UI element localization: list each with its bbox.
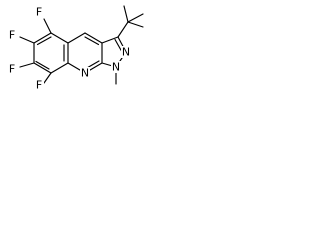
bond-cq-me2 [123, 5, 129, 23]
bond-c3a-c4-double [84, 36, 100, 46]
bond-c6-c5-double [36, 36, 52, 46]
bond-c5-c4a [50, 32, 69, 44]
structure-diagram: F F F F N N N [7, 5, 144, 92]
bond-c3-cq [117, 21, 129, 38]
bond-c8a-c8 [50, 62, 69, 74]
bond-c8-c7-double [35, 60, 50, 70]
atom-n-quinoline: N [80, 67, 90, 80]
bond-c8-c7 [33, 62, 52, 74]
bond-cq-me1 [127, 13, 144, 23]
atom-f6-label: F [9, 29, 15, 42]
atom-f6: F [7, 29, 17, 42]
atom-n1: N [111, 61, 121, 74]
bond-cq-me3 [127, 21, 144, 28]
atom-labels: F F F F N N N [7, 6, 131, 92]
bond-c3a-c4 [84, 32, 103, 44]
atom-f7-label: F [9, 63, 15, 76]
atom-n-quinoline-label: N [81, 67, 89, 80]
bond-c4-c4a [67, 32, 86, 44]
atom-n1-label: N [112, 61, 120, 74]
atom-f8-label: F [36, 79, 42, 92]
atom-f5-label: F [36, 6, 42, 19]
atom-n2: N [121, 46, 131, 59]
atom-f5: F [34, 6, 44, 19]
atom-f7: F [7, 63, 17, 76]
bond-c7-f7 [19, 62, 35, 68]
bond-c6-c5 [33, 32, 52, 44]
atom-f8: F [34, 79, 44, 92]
bond-c6-f6 [19, 36, 35, 44]
bond-n2-c3-double [114, 38, 123, 52]
bond-c3-c3a [101, 36, 119, 44]
molecule-figure: F F F F N N N [0, 0, 159, 93]
bond-c5-f5 [43, 18, 52, 34]
bond-c8-f8 [43, 72, 52, 84]
atom-n2-label: N [122, 46, 130, 59]
